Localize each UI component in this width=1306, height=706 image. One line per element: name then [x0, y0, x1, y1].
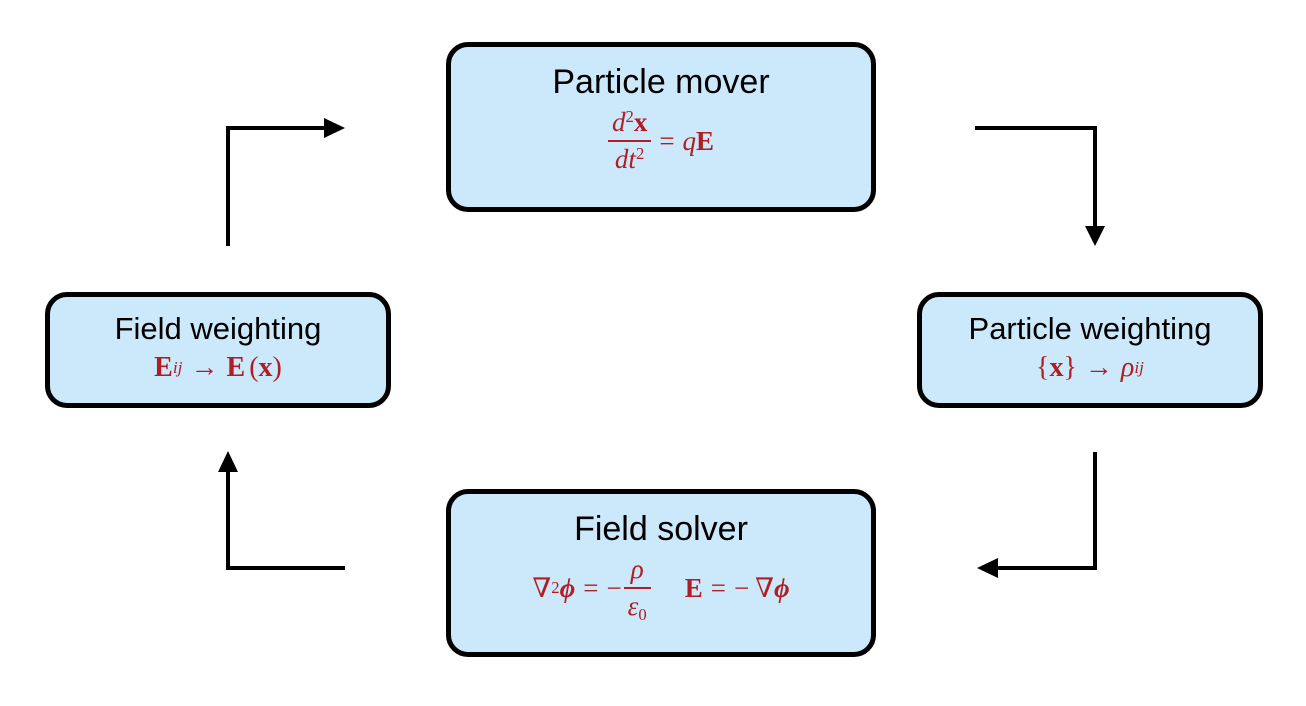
density-rho: ρ	[1120, 352, 1135, 383]
d2x-dt2-fraction: d2x dt2	[607, 106, 652, 175]
num-exp: 2	[625, 106, 634, 126]
den-sub-0: 0	[638, 605, 647, 625]
left-paren: (	[249, 352, 259, 383]
charge-q: q	[682, 125, 697, 156]
equals-sign: =	[659, 125, 675, 156]
arrowhead-solver-to-field-weighting	[218, 451, 238, 472]
den-epsilon: ε	[627, 591, 639, 622]
minus-sign: −	[733, 572, 750, 603]
den-t: t	[628, 144, 636, 175]
particle-field-E: E	[226, 352, 246, 383]
equals-sign: =	[710, 572, 726, 603]
fraction-bar	[623, 587, 651, 590]
field-solver-title: Field solver	[574, 510, 748, 548]
arrow-solver-to-field-weighting	[226, 466, 345, 570]
nabla: ∇	[532, 572, 552, 603]
num-x: x	[633, 107, 648, 137]
particle-weighting-title: Particle weighting	[968, 311, 1212, 346]
arrowhead-mover-to-particle-weighting	[1085, 226, 1105, 246]
particle-mover-title: Particle mover	[552, 63, 770, 101]
field-E: E	[684, 572, 703, 603]
right-arrow: →	[1084, 352, 1113, 383]
right-brace: }	[1063, 352, 1077, 383]
field-E: E	[696, 125, 715, 156]
arrowhead-particle-weighting-to-solver	[977, 558, 998, 578]
den-d: d	[614, 144, 629, 175]
grid-field-E: E	[154, 352, 173, 383]
field-weighting-title: Field weighting	[114, 311, 322, 346]
field-gradient-equation: E = − ∇ϕ	[684, 572, 790, 603]
right-paren: )	[272, 352, 282, 383]
right-arrow: →	[190, 352, 219, 383]
den-exp: 2	[635, 143, 645, 163]
left-brace: {	[1035, 352, 1050, 383]
potential-phi: ϕ	[559, 572, 576, 603]
equals-sign: =	[583, 572, 599, 603]
arrow-field-weighting-to-mover	[226, 126, 330, 246]
position-x: x	[1049, 352, 1064, 383]
position-x: x	[258, 352, 273, 383]
arrow-particle-weighting-to-solver	[992, 452, 1097, 570]
minus-sign: −	[606, 572, 622, 603]
arrowhead-field-weighting-to-mover	[324, 118, 345, 138]
num-d: d	[611, 107, 626, 137]
num-rho: ρ	[630, 554, 644, 584]
potential-phi: ϕ	[774, 572, 790, 603]
nabla: ∇	[755, 572, 775, 603]
rho-over-epsilon-fraction: ρ ε0	[623, 554, 651, 625]
arrow-mover-to-particle-weighting	[975, 126, 1097, 232]
fraction-bar	[607, 140, 652, 143]
